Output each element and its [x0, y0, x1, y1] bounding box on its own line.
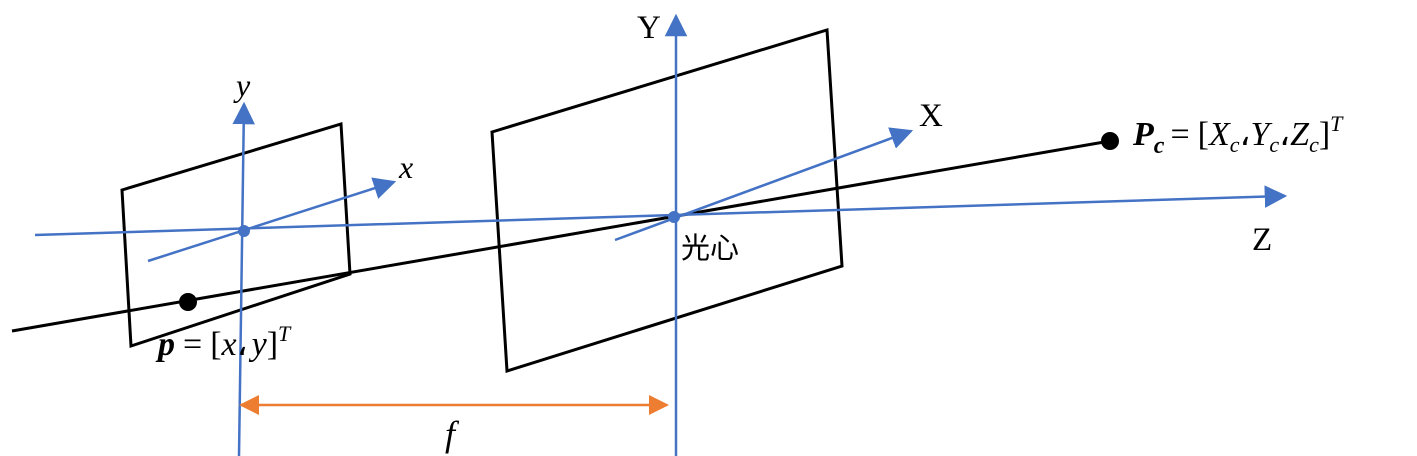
Z-axis-label: Z	[1252, 222, 1272, 258]
image-x-axis-label: x	[398, 149, 413, 185]
image-y-axis	[232, 101, 255, 456]
image-point-dot	[179, 293, 197, 311]
image-origin-dot	[238, 225, 250, 237]
image-y-axis-label: y	[233, 67, 251, 103]
focal-length-label: f	[445, 414, 460, 454]
optical-center-label: 光心	[681, 231, 739, 265]
X-axis	[614, 127, 914, 242]
world-point-equation: Pc=[Xc،Yc،Zc]T	[1132, 111, 1344, 159]
camera-plane	[490, 28, 844, 374]
X-axis-label: X	[919, 98, 943, 134]
optical-center-dot	[668, 211, 680, 223]
image-plane	[120, 122, 352, 349]
image-x-axis	[147, 177, 397, 263]
image-point-equation: p=[x،y]T	[155, 321, 292, 363]
world-point-dot	[1101, 132, 1119, 150]
projection-ray	[11, 139, 1111, 333]
Z-axis	[34, 185, 1288, 237]
Y-axis-label: Y	[637, 10, 661, 46]
